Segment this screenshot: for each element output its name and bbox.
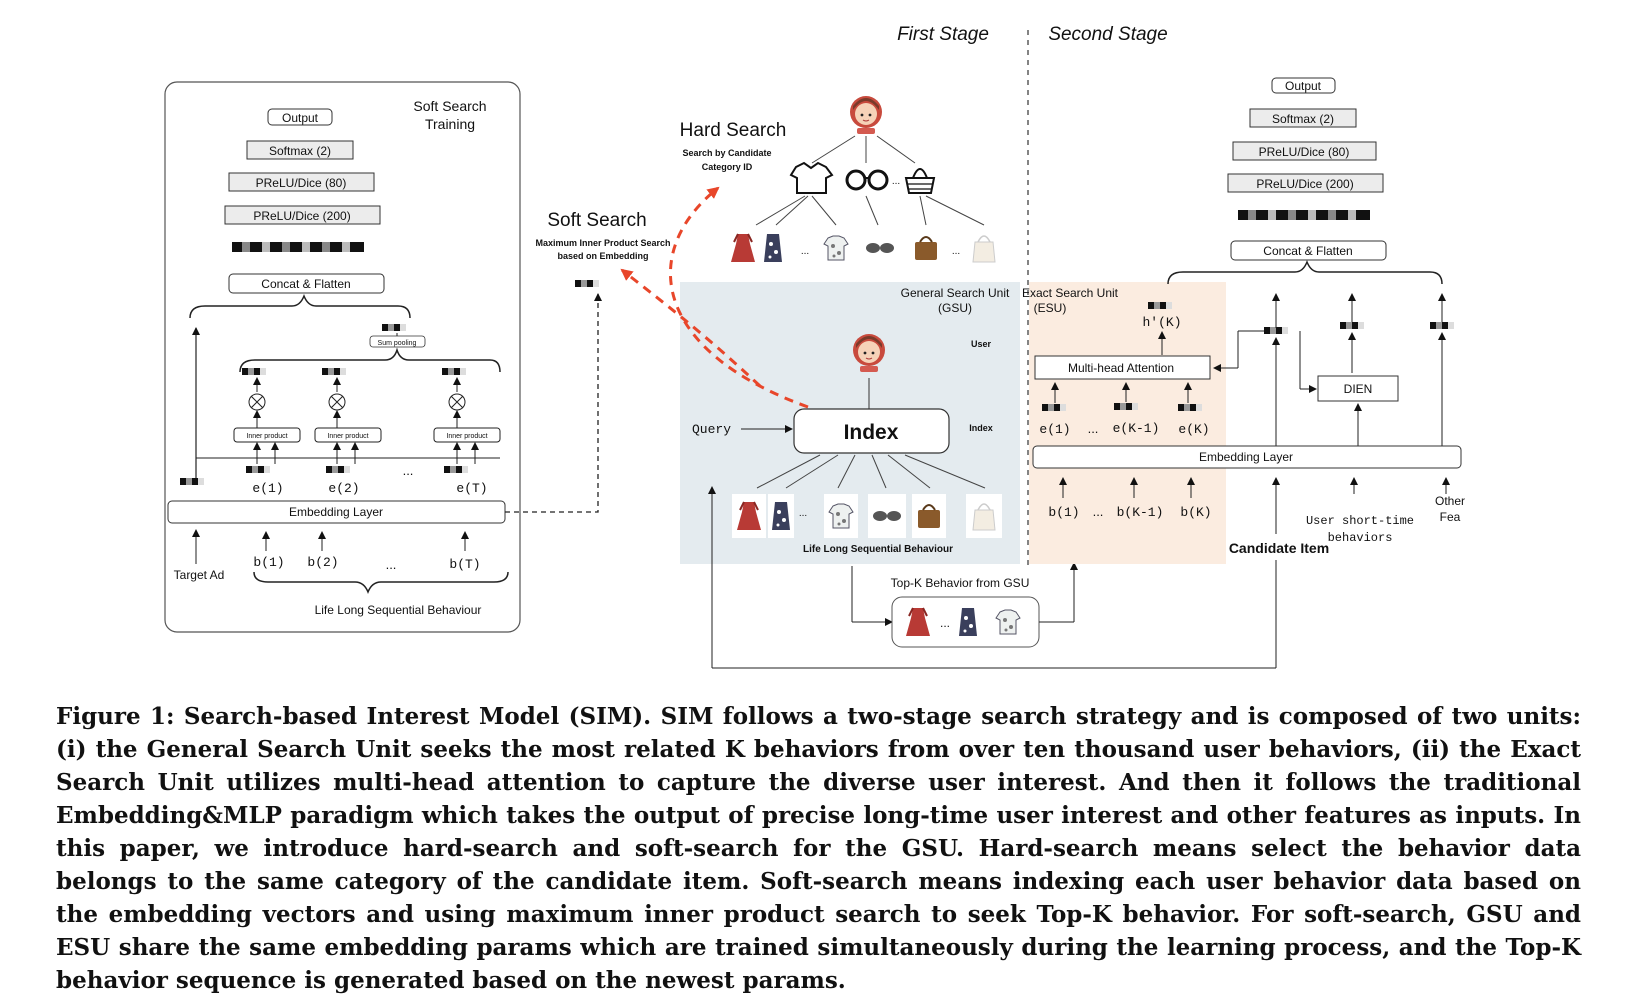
right-softmax-label: Softmax (2) [1272, 112, 1334, 126]
gsu-items-ellipsis: ... [799, 508, 807, 519]
other-fea-label-2: Fea [1440, 510, 1461, 524]
gsu-lifelong-label: Life Long Sequential Behaviour [803, 544, 953, 555]
left-e-ellipsis: ... [403, 463, 414, 478]
dien-output-embedding [1340, 322, 1364, 329]
left-e-label-2: e(2) [328, 481, 359, 496]
inner-product-label-1: Inner product [246, 433, 287, 440]
esu-e-ellipsis: ... [1088, 421, 1099, 436]
topk-ellipsis: ... [940, 616, 950, 630]
gsu-title-2: (GSU) [938, 301, 972, 315]
hard-search-red-arrow [668, 186, 809, 409]
esu-title-2: (ESU) [1034, 301, 1067, 315]
left-embedding-layer: Embedding Layer [289, 505, 383, 519]
hard-search-sub-2: Category ID [702, 162, 753, 172]
right-prelu80-label: PReLU/Dice (80) [1259, 145, 1350, 159]
target-ad-label: Target Ad [174, 568, 225, 582]
inner-product-label-3: Inner product [446, 433, 487, 440]
figure-caption: Figure 1: Search-based Interest Model (S… [56, 703, 1581, 994]
hard-items-ellipsis-1: ... [801, 246, 809, 257]
other-fea-label-1: Other [1435, 494, 1465, 508]
hard-search-tree: ... ... ... [730, 95, 996, 263]
topk-section: Top-K Behavior from GSU ... [708, 486, 1276, 669]
second-stage-label: Second Stage [1048, 24, 1167, 45]
soft-search-training-panel: Soft Search Training Output Softmax (2) … [164, 81, 521, 633]
inner-product-label-2: Inner product [327, 433, 368, 440]
gsu-behavior-items [732, 494, 1002, 538]
inner-product-column-2: Inner product [314, 368, 382, 464]
soft-search-sub-2: based on Embedding [557, 251, 648, 261]
candidate-embedding [1264, 327, 1288, 334]
hard-items-ellipsis-2: ... [952, 246, 960, 257]
query-label: Query [692, 422, 731, 437]
gsu-panel: General Search Unit (GSU) User Index Ind… [680, 282, 1020, 564]
right-embedding-layer: Embedding Layer [1199, 450, 1293, 464]
topk-label: Top-K Behavior from GSU [891, 576, 1030, 590]
gsu-user-label: User [971, 339, 992, 349]
right-concat-label: Concat & Flatten [1263, 244, 1352, 258]
soft-search-title: Soft Search [547, 210, 646, 231]
index-box-label: Index [844, 421, 899, 444]
esu-e-label-k1: e(K-1) [1113, 421, 1160, 436]
esu-e-label-1: e(1) [1039, 422, 1070, 437]
left-e-label-t: e(T) [456, 481, 487, 496]
bag-category-icon [904, 168, 936, 194]
hk-vector [1148, 302, 1172, 309]
soft-search-dashed-connector [505, 293, 602, 513]
hk-label: h′(K) [1142, 315, 1181, 330]
esu-b-label-k1: b(K-1) [1117, 505, 1164, 520]
glasses-category-icon [845, 169, 889, 191]
left-b-label-2: b(2) [307, 555, 338, 570]
left-b-label-t: b(T) [449, 557, 480, 572]
mha-label: Multi-head Attention [1068, 361, 1174, 375]
hard-search-title: Hard Search [680, 120, 787, 141]
soft-training-title-2: Training [425, 116, 475, 132]
soft-training-title-1: Soft Search [413, 98, 486, 114]
esu-b-label-k: b(K) [1180, 505, 1211, 520]
right-mlp-vector [1238, 210, 1370, 220]
first-stage-label: First Stage [897, 24, 989, 45]
left-prelu200-label: PReLU/Dice (200) [253, 209, 350, 223]
left-softmax-label: Softmax (2) [269, 144, 331, 158]
esu-e-embeddings [1042, 403, 1202, 411]
hard-search-sub-1: Search by Candidate [682, 148, 771, 158]
left-prelu80-label: PReLU/Dice (80) [256, 176, 347, 190]
left-e-label-1: e(1) [252, 481, 283, 496]
left-b-label-1: b(1) [253, 555, 284, 570]
sim-architecture-figure: Soft Search Training Output Softmax (2) … [164, 24, 1465, 669]
soft-search-red-arrow [620, 268, 762, 388]
esu-b-ellipsis: ... [1093, 504, 1104, 519]
left-mlp-vector [232, 242, 364, 252]
soft-search-sub-1: Maximum Inner Product Search [535, 238, 670, 248]
inner-product-column-1: Inner product [233, 368, 301, 464]
right-prelu200-label: PReLU/Dice (200) [1256, 177, 1353, 191]
left-b-ellipsis: ... [386, 557, 397, 572]
right-mlp-stack: Output Softmax (2) PReLU/Dice (80) PReLU… [1032, 77, 1465, 668]
short-time-label-2: behaviors [1328, 531, 1393, 545]
sum-pooling-vector [382, 324, 406, 331]
target-ad-embedding [180, 478, 204, 485]
right-output-label: Output [1285, 79, 1322, 93]
soft-search-vector [575, 280, 599, 287]
hard-search-user-avatar [849, 95, 883, 135]
short-time-label-1: User short-time [1306, 514, 1414, 528]
esu-b-label-1: b(1) [1048, 505, 1079, 520]
other-fea-embedding [1430, 322, 1454, 329]
gsu-title-1: General Search Unit [901, 286, 1010, 300]
sum-pooling-label: Sum pooling [378, 340, 417, 347]
esu-e-label-k: e(K) [1178, 422, 1209, 437]
left-lifelong-label: Life Long Sequential Behaviour [315, 603, 482, 617]
esu-panel: Exact Search Unit (ESU) h′(K) Multi-head… [1022, 282, 1226, 564]
candidate-item-label: Candidate Item [1229, 540, 1329, 556]
shirt-category-icon [789, 161, 834, 194]
dien-label: DIEN [1344, 382, 1373, 396]
left-concat-label: Concat & Flatten [261, 277, 350, 291]
category-ellipsis: ... [892, 176, 900, 187]
left-output-label: Output [282, 111, 319, 125]
gsu-index-label: Index [969, 423, 993, 433]
inner-product-column-3: Inner product [433, 368, 501, 464]
esu-title-1: Exact Search Unit [1022, 286, 1119, 300]
